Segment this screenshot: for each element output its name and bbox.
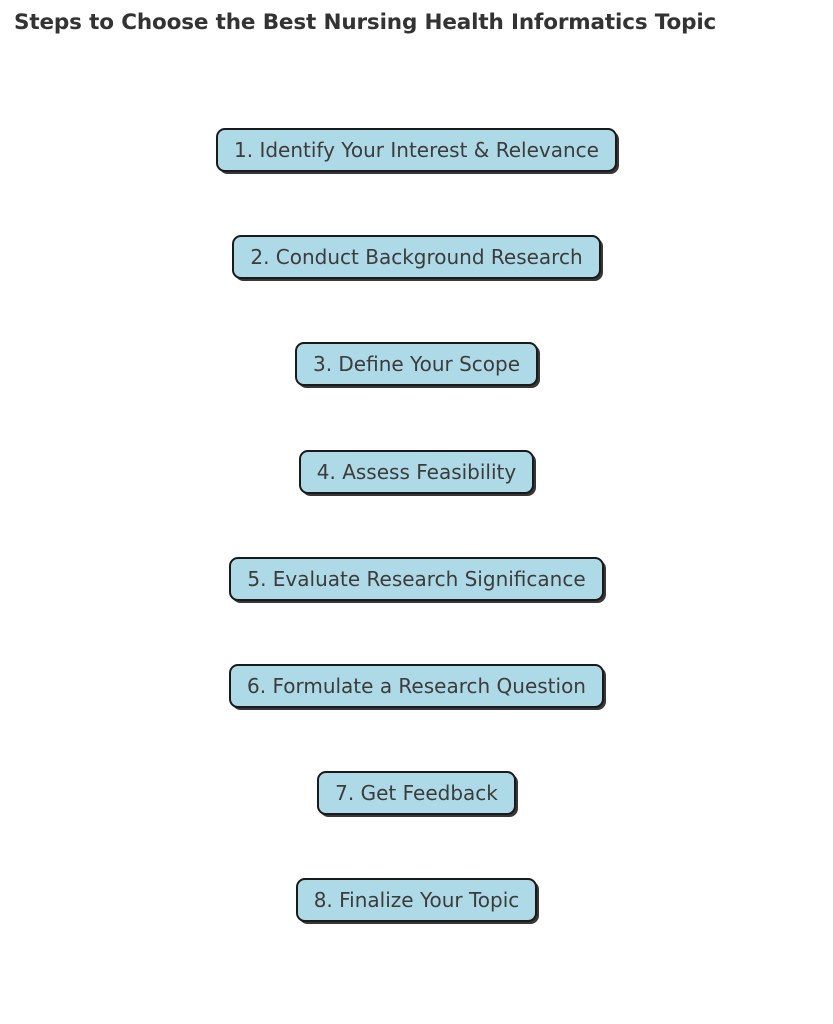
page-title: Steps to Choose the Best Nursing Health … bbox=[14, 10, 717, 35]
flow-node-5[interactable]: 5. Evaluate Research Significance bbox=[229, 556, 604, 601]
flow-step-row: 6. Formulate a Research Question bbox=[0, 663, 833, 771]
flow-step-row: 2. Conduct Background Research bbox=[0, 235, 833, 342]
flow-node-1[interactable]: 1. Identify Your Interest & Relevance bbox=[216, 128, 617, 172]
flow-node-6[interactable]: 6. Formulate a Research Question bbox=[229, 663, 604, 708]
flow-node-4[interactable]: 4. Assess Feasibility bbox=[298, 449, 535, 494]
flow-step-row: 7. Get Feedback bbox=[0, 771, 833, 878]
flow-step-row: 8. Finalize Your Topic bbox=[0, 878, 833, 985]
flow-node-7[interactable]: 7. Get Feedback bbox=[317, 771, 516, 816]
flowchart: 1. Identify Your Interest & Relevance 2.… bbox=[0, 128, 833, 986]
flow-node-3[interactable]: 3. Define Your Scope bbox=[294, 342, 539, 387]
flow-node-2[interactable]: 2. Conduct Background Research bbox=[232, 235, 601, 280]
flow-node-8[interactable]: 8. Finalize Your Topic bbox=[295, 878, 538, 923]
flow-step-row: 5. Evaluate Research Significance bbox=[0, 556, 833, 664]
flow-step-row: 3. Define Your Scope bbox=[0, 342, 833, 449]
flow-step-row: 4. Assess Feasibility bbox=[0, 449, 833, 557]
flow-step-row: 1. Identify Your Interest & Relevance bbox=[0, 128, 833, 235]
